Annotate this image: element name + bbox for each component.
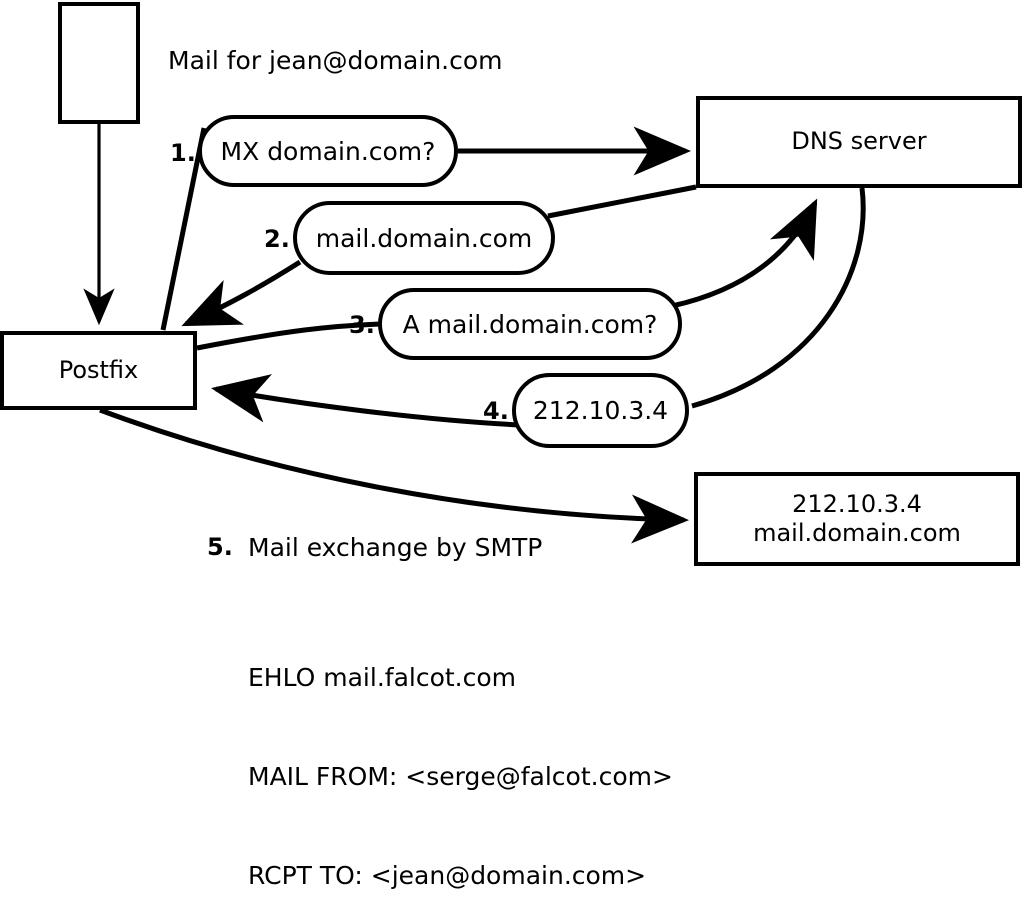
smtp-transcript: EHLO mail.falcot.com MAIL FROM: <serge@f… [248, 595, 673, 919]
step-number-1: 1. [170, 139, 196, 167]
smtp-line: MAIL FROM: <serge@falcot.com> [248, 762, 673, 791]
step-number-2: 2. [264, 225, 290, 253]
bubble-step-1: MX domain.com? [198, 115, 458, 187]
step-number-4: 4. [483, 397, 509, 425]
arrow-postfix-to-mail-server [99, 407, 689, 544]
postfix-box-label: Postfix [58, 355, 139, 384]
smtp-line: EHLO mail.falcot.com [248, 663, 517, 692]
bubble-step-3-label: A mail.domain.com? [402, 309, 658, 339]
step-5-label: Mail exchange by SMTP [248, 533, 543, 562]
line-dns-to-bubble-4 [691, 187, 866, 409]
bubble-step-3: A mail.domain.com? [378, 288, 682, 360]
bubble-step-4-label: 212.10.3.4 [532, 396, 669, 425]
dns-server-box: DNS server [696, 96, 1022, 188]
smtp-line: RCPT TO: <jean@domain.com> [248, 861, 647, 890]
step-number-5: 5. [207, 533, 233, 561]
bubble-step-2-label: mail.domain.com [315, 223, 533, 253]
bubble-step-1-label: MX domain.com? [220, 136, 436, 166]
mail-server-ip: 212.10.3.4 [792, 489, 922, 518]
arrow-bubble-3-to-dns [671, 198, 818, 309]
bubble-step-2: mail.domain.com [293, 201, 555, 275]
line-postfix-to-bubble-3 [196, 321, 381, 351]
sender-box [58, 2, 140, 124]
mail-server-hostname: mail.domain.com [753, 519, 961, 547]
mail-for-label: Mail for jean@domain.com [168, 46, 503, 75]
line-dns-to-bubble-2 [547, 184, 697, 219]
step-number-3: 3. [349, 311, 375, 339]
bubble-step-4: 212.10.3.4 [512, 373, 689, 448]
postfix-box: Postfix [0, 331, 197, 410]
dns-server-box-label: DNS server [791, 127, 927, 156]
arrow-bubble-4-to-postfix [211, 374, 521, 428]
mail-server-box: 212.10.3.4 mail.domain.com [694, 472, 1020, 566]
arrow-bubble-2-to-postfix [181, 259, 302, 327]
line-postfix-to-bubble-1 [160, 127, 207, 331]
